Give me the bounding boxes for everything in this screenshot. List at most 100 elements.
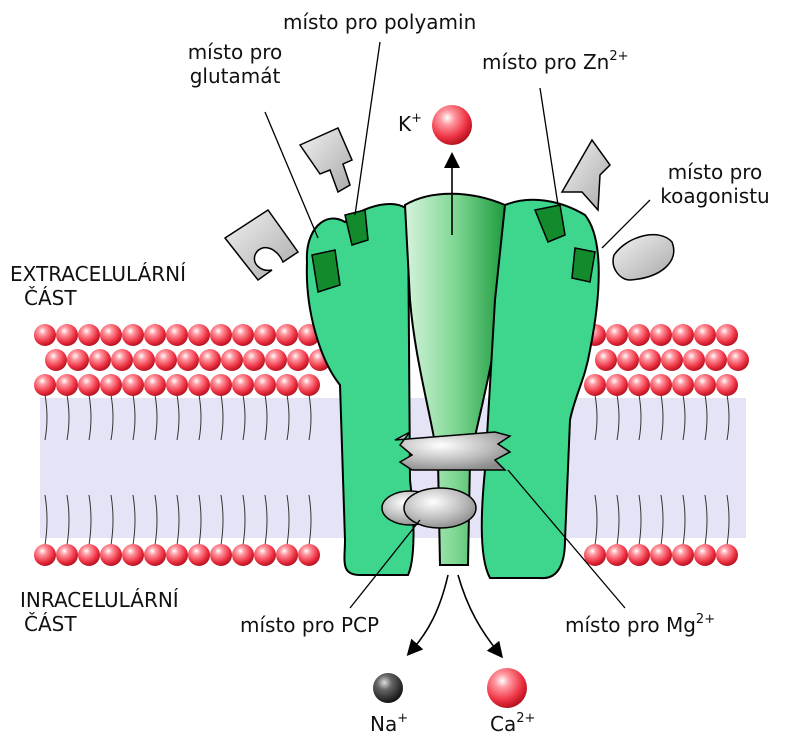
label-mg-site: místo pro Mg2+ — [565, 613, 715, 637]
lipid-head — [716, 374, 738, 396]
lipid-head — [78, 544, 100, 566]
lipid-head — [122, 324, 144, 346]
label-extracellular: EXTRACELULÁRNÍ ČÁST — [10, 262, 186, 310]
lipid-head — [177, 349, 199, 371]
label-extracellular-line1: EXTRACELULÁRNÍ — [10, 262, 186, 286]
ca-influx-arrow — [458, 575, 498, 652]
lipid-head — [606, 374, 628, 396]
lipid-head — [628, 374, 650, 396]
lipid-head — [672, 374, 694, 396]
lipid-head — [122, 374, 144, 396]
na-influx-arrow — [412, 575, 448, 650]
lipid-head — [276, 324, 298, 346]
lipid-head — [144, 324, 166, 346]
ca-ion — [487, 668, 527, 708]
lipid-head — [276, 374, 298, 396]
lipid-head — [650, 544, 672, 566]
lipid-head — [694, 324, 716, 346]
lipid-head — [133, 349, 155, 371]
lipid-head — [672, 324, 694, 346]
lipid-head — [100, 374, 122, 396]
lipid-head — [595, 349, 617, 371]
nmda-receptor — [307, 194, 599, 578]
lipid-head — [254, 544, 276, 566]
lipid-head — [34, 544, 56, 566]
lipid-head — [617, 349, 639, 371]
coagonist-pocket — [572, 248, 595, 282]
polyamine-ligand — [300, 128, 352, 192]
label-ca-ion: Ca2+ — [490, 712, 535, 736]
lipid-head — [276, 544, 298, 566]
lipid-head — [232, 324, 254, 346]
na-ion — [373, 673, 403, 703]
label-extracellular-line2: ČÁST — [10, 286, 186, 310]
label-coagonist-line2: koagonistu — [650, 184, 780, 208]
lipid-head — [34, 374, 56, 396]
lipid-head — [606, 324, 628, 346]
label-coagonist-line1: místo pro — [650, 160, 780, 184]
lipid-head — [122, 544, 144, 566]
lipid-head — [661, 349, 683, 371]
lipid-head — [221, 349, 243, 371]
lipid-head — [254, 324, 276, 346]
lipid-head — [56, 374, 78, 396]
lipid-head — [628, 544, 650, 566]
lipid-head — [56, 544, 78, 566]
lipid-head — [89, 349, 111, 371]
lipid-head — [188, 324, 210, 346]
lipid-head — [166, 324, 188, 346]
label-na-ion: Na+ — [370, 712, 408, 736]
label-glutamate-site: místo pro glutamát — [165, 40, 305, 88]
pointer-zn — [540, 88, 558, 205]
lipid-head — [45, 349, 67, 371]
lipid-head — [298, 544, 320, 566]
lipid-head — [672, 544, 694, 566]
lipid-head — [111, 349, 133, 371]
lipid-head — [144, 544, 166, 566]
lipid-head — [78, 374, 100, 396]
lipid-head — [606, 544, 628, 566]
lipid-head — [144, 374, 166, 396]
label-glutamate-line1: místo pro — [165, 40, 305, 64]
lipid-head — [232, 544, 254, 566]
lipid-head — [650, 324, 672, 346]
pointer-polyamine — [355, 42, 380, 215]
lipid-head — [694, 374, 716, 396]
lipid-head — [298, 374, 320, 396]
lipid-head — [243, 349, 265, 371]
k-ion — [432, 105, 472, 145]
label-pcp-site: místo pro PCP — [240, 613, 379, 637]
lipid-head — [199, 349, 221, 371]
lipid-head — [166, 544, 188, 566]
lipid-head — [78, 324, 100, 346]
glutamate-ligand — [225, 210, 298, 280]
lipid-head — [166, 374, 188, 396]
lipid-head — [287, 349, 309, 371]
label-k-ion: K+ — [398, 112, 422, 136]
lipid-head — [639, 349, 661, 371]
label-glutamate-line2: glutamát — [165, 64, 305, 88]
lipid-head — [100, 324, 122, 346]
lipid-head — [188, 544, 210, 566]
lipid-head — [694, 544, 716, 566]
lipid-head — [210, 374, 232, 396]
lipid-head — [727, 349, 749, 371]
lipid-head — [650, 374, 672, 396]
zn-ligand — [562, 140, 610, 210]
lipid-head — [265, 349, 287, 371]
label-zn-site: místo pro Zn2+ — [482, 50, 629, 74]
lipid-head — [716, 544, 738, 566]
lipid-head — [683, 349, 705, 371]
label-coagonist-site: místo pro koagonistu — [650, 160, 780, 208]
label-polyamine-site: místo pro polyamin — [283, 10, 476, 34]
lipid-head — [155, 349, 177, 371]
lipid-head — [210, 544, 232, 566]
lipid-head — [67, 349, 89, 371]
pcp-site-front — [404, 488, 476, 528]
lipid-head — [705, 349, 727, 371]
label-intracellular-line2: ČÁST — [20, 612, 179, 636]
lipid-head — [100, 544, 122, 566]
lipid-head — [210, 324, 232, 346]
label-intracellular-line1: INRACELULÁRNÍ — [20, 588, 179, 612]
label-intracellular: INRACELULÁRNÍ ČÁST — [20, 588, 179, 636]
